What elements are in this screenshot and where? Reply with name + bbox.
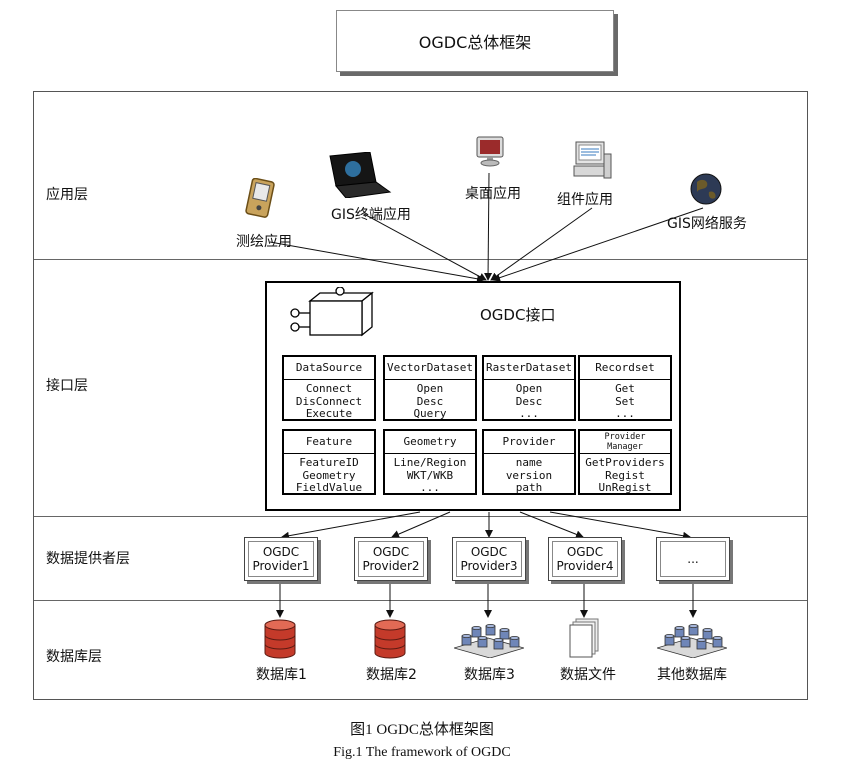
database-cluster-icon [454, 624, 524, 658]
layer-label-interface: 接口层 [46, 378, 88, 394]
module-item: FeatureID [299, 456, 359, 469]
laptop-icon [329, 152, 392, 198]
arrow-desktop-to-interface [484, 172, 493, 281]
arrow-interface-to-provider4 [519, 511, 584, 539]
module-item: ... [420, 481, 440, 494]
figure-caption-en: Fig.1 The framework of OGDC [333, 745, 511, 760]
module-item: Connect [305, 382, 353, 395]
arrow-webservice-to-interface [492, 207, 704, 282]
module-header: RasterDataset [484, 357, 574, 380]
app-label-terminal: GIS终端应用 [331, 207, 411, 223]
module-item: FieldValue [295, 481, 363, 494]
pda-icon [245, 178, 275, 218]
module-item: WKT/WKB [406, 468, 454, 482]
provider-box-more: ... [656, 537, 730, 581]
module-item: Get [615, 382, 635, 395]
module-recordset: Recordset Get Set ... [578, 355, 672, 421]
module-item: UnRegist [598, 481, 652, 494]
diagram-title-box: OGDC总体框架 [336, 10, 614, 72]
module-item: Set [615, 394, 635, 408]
layer-label-application: 应用层 [46, 187, 88, 203]
module-datasource: DataSource Connect DisConnect Execute [282, 355, 376, 421]
database-cluster-icon [657, 624, 727, 658]
arrow-survey-to-interface [269, 241, 485, 283]
arrow-component-to-interface [490, 207, 593, 281]
module-item: version [505, 468, 553, 482]
db-label-1: 数据库1 [256, 667, 307, 683]
module-header: Recordset [580, 357, 670, 380]
computer-icon [573, 141, 612, 179]
layer-divider [34, 516, 807, 517]
arrow-terminal-to-interface [363, 213, 487, 281]
module-item: ... [615, 407, 635, 420]
module-item: Regist [605, 468, 645, 482]
module-item: Desc [515, 394, 543, 408]
module-provider-manager: Provider Manager GetProviders Regist UnR… [578, 429, 672, 495]
layer-divider [34, 259, 807, 260]
db-label-3: 数据库3 [464, 667, 515, 683]
module-feature: Feature FeatureID Geometry FieldValue [282, 429, 376, 495]
module-item: Open [416, 382, 444, 395]
interface-cube-icon [290, 287, 374, 337]
module-header: Feature [284, 431, 374, 454]
db-label-other: 其他数据库 [657, 667, 727, 683]
module-header: Provider [484, 431, 574, 454]
arrow-interface-to-provider5 [549, 511, 691, 540]
module-geometry: Geometry Line/Region WKT/WKB ... [383, 429, 477, 495]
app-label-component: 组件应用 [557, 192, 613, 208]
layer-label-provider: 数据提供者层 [46, 551, 130, 567]
globe-icon [690, 173, 722, 205]
module-item: path [515, 481, 543, 494]
app-label-survey: 测绘应用 [236, 234, 292, 250]
figure-caption-cn: 图1 OGDC总体框架图 [350, 722, 494, 738]
layer-label-database: 数据库层 [46, 649, 102, 665]
layer-divider [34, 600, 807, 601]
module-item: Desc [416, 394, 444, 408]
module-item: DisConnect [295, 394, 363, 408]
module-item: GetProviders [585, 456, 665, 469]
framework-frame [33, 91, 808, 700]
module-item: ... [519, 407, 539, 420]
data-file-icon [569, 618, 599, 658]
database-cylinder-icon [374, 619, 406, 659]
arrow-interface-to-provider2 [391, 511, 451, 538]
module-vectordataset: VectorDataset Open Desc Query [383, 355, 477, 421]
diagram-title: OGDC总体框架 [418, 33, 532, 52]
app-label-desktop: 桌面应用 [465, 186, 521, 202]
db-label-file: 数据文件 [560, 667, 616, 683]
interface-title: OGDC接口 [480, 306, 556, 324]
module-header: DataSource [284, 357, 374, 380]
module-item: name [515, 456, 543, 469]
arrow-interface-to-provider1 [281, 511, 421, 540]
module-header: Geometry [385, 431, 475, 454]
module-item: Geometry [302, 468, 356, 482]
module-provider: Provider name version path [482, 429, 576, 495]
module-header: VectorDataset [385, 357, 475, 380]
database-cylinder-icon [264, 619, 296, 659]
desktop-monitor-icon [476, 136, 504, 167]
module-rasterdataset: RasterDataset Open Desc ... [482, 355, 576, 421]
module-item: Line/Region [393, 456, 467, 469]
module-item: Open [515, 382, 543, 395]
db-label-2: 数据库2 [366, 667, 417, 683]
module-item: Query [413, 407, 447, 420]
module-item: Execute [305, 407, 353, 420]
app-label-webservice: GIS网络服务 [667, 216, 747, 232]
module-header: Provider Manager [580, 431, 670, 454]
